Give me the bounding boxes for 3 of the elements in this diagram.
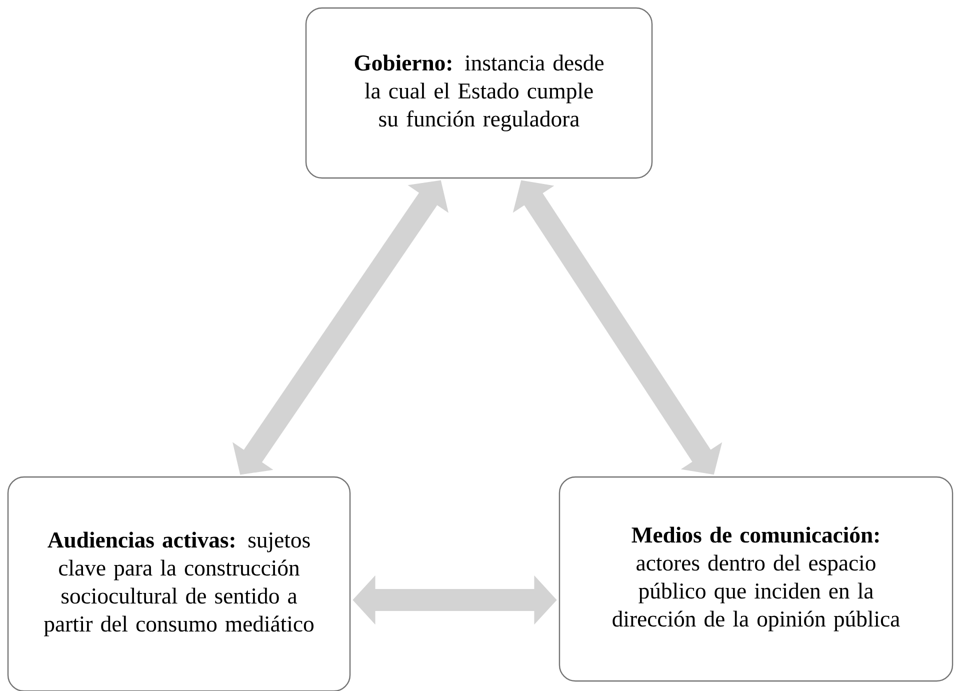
concept-box: Medios de comunicación: actores dentro del espacio público que inciden en la dirección de la opinión pública bbox=[558, 476, 954, 682]
concept-box: Gobierno: instancia desde la cual el Estado cumple su función reguladora bbox=[305, 7, 653, 179]
concept-box: Audiencias activas: sujetos clave para la construcción sociocultural de sentido a partir del consumo mediático bbox=[7, 476, 351, 691]
